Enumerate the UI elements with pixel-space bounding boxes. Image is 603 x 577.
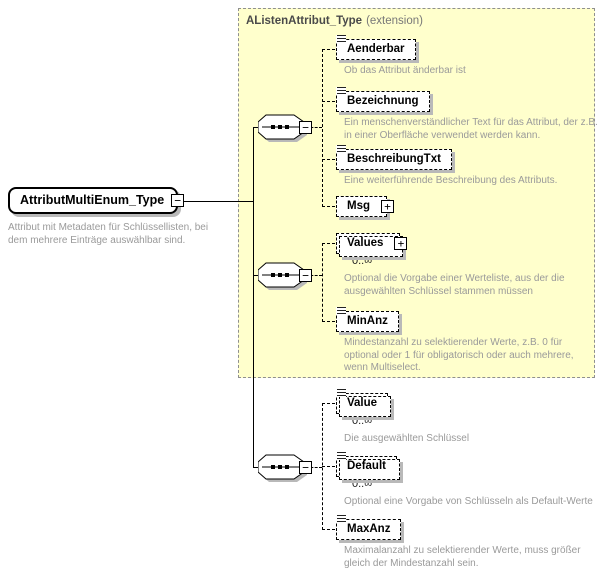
connector-stub-beschreibungtxt (322, 159, 340, 160)
connector-seq3-branch (306, 467, 322, 468)
element-default[interactable]: Default (336, 452, 400, 480)
element-minanz[interactable]: MinAnz (336, 307, 399, 332)
connector-seq1-vert (322, 49, 323, 207)
element-group-beschreibungtxt: BeschreibungTxt Eine weiterführende Besc… (336, 145, 598, 188)
connector-stub-minanz (322, 321, 340, 322)
element-name: MaxAnz (347, 523, 391, 535)
root-element[interactable]: AttributMultiEnum_Type − (8, 187, 185, 214)
element-bezeichnung[interactable]: Bezeichnung (336, 87, 430, 112)
connector-stub-bezeichnung (322, 101, 340, 102)
connector-trunk (253, 127, 254, 468)
connector-seq2-branch (306, 275, 322, 276)
element-group-maxanz: MaxAnz Maximalanzahl zu selektierender W… (336, 515, 598, 570)
element-group-default: Default 0..∞ Optional eine Vorgabe von S… (336, 452, 598, 509)
text-content-icon (336, 515, 346, 523)
sequence-compositor-2[interactable]: − (258, 262, 314, 290)
connector-root-trunk (140, 201, 254, 202)
connector-seq1-branch (306, 127, 322, 128)
collapse-icon[interactable]: − (299, 269, 312, 282)
element-aenderbar[interactable]: Aenderbar (336, 35, 416, 60)
occurrence-label: 0..∞ (352, 415, 373, 427)
connector-stub-default (322, 466, 340, 467)
element-group-msg: Msg + (336, 196, 394, 217)
element-name: Aenderbar (347, 43, 405, 55)
element-annotation: Ein menschenverständlicher Text für das … (344, 117, 598, 141)
element-group-aenderbar: Aenderbar Ob das Attribut änderbar ist (336, 35, 598, 78)
sequence-icon (258, 114, 307, 142)
extension-suffix: (extension) (366, 15, 423, 27)
element-name: Value (347, 397, 378, 409)
element-name: Msg (347, 200, 370, 212)
element-name: Default (347, 460, 386, 472)
connector-stub-values (322, 243, 340, 244)
root-annotation: Attribut mit Metadaten für Schlüssellist… (8, 222, 209, 246)
occurrence-label: 0..∞ (352, 255, 373, 267)
collapse-icon[interactable]: − (299, 461, 312, 474)
extension-container: AListenAttribut_Type(extension) (238, 8, 595, 378)
element-name: Values (347, 237, 384, 249)
text-content-icon (336, 307, 346, 315)
element-name: BeschreibungTxt (347, 153, 441, 165)
element-values[interactable]: Values + (336, 233, 408, 257)
sequence-icon (258, 262, 307, 290)
sequence-icon (258, 454, 307, 482)
expand-icon[interactable]: + (394, 236, 408, 250)
connector-seq2-vert (322, 243, 323, 322)
element-annotation: Maximalanzahl zu selektierender Werte, m… (344, 545, 581, 569)
expand-icon[interactable]: + (381, 199, 394, 213)
element-group-bezeichnung: Bezeichnung Ein menschenverständlicher T… (336, 87, 598, 142)
extension-header: AListenAttribut_Type(extension) (246, 15, 423, 27)
connector-stub-aenderbar (322, 49, 340, 50)
connector-stub-msg (322, 206, 340, 207)
element-name: MinAnz (347, 315, 388, 327)
connector-stub-value (322, 403, 340, 404)
element-value[interactable]: Value (336, 389, 392, 417)
element-annotation: Optional die Vorgabe einer Werteliste, a… (344, 273, 565, 297)
element-msg[interactable]: Msg + (336, 196, 394, 217)
element-group-value: Value 0..∞ Die ausgewählten Schlüssel (336, 389, 598, 446)
root-element-name: AttributMultiEnum_Type (20, 193, 165, 207)
text-content-icon (336, 87, 346, 95)
element-name: Bezeichnung (347, 95, 419, 107)
collapse-icon[interactable]: − (171, 193, 185, 207)
text-content-icon (336, 145, 346, 153)
element-annotation: Ob das Attribut änderbar ist (344, 65, 466, 76)
element-annotation: Die ausgewählten Schlüssel (344, 433, 470, 444)
element-group-minanz: MinAnz Mindestanzahl zu selektierender W… (336, 307, 598, 375)
element-annotation: Optional eine Vorgabe von Schlüsseln als… (344, 496, 593, 507)
occurrence-label: 0..∞ (352, 478, 373, 490)
element-group-values: Values + 0..∞ Optional die Vorgabe einer… (336, 233, 598, 298)
element-beschreibungtxt[interactable]: BeschreibungTxt (336, 145, 452, 170)
element-maxanz[interactable]: MaxAnz (336, 515, 402, 540)
extension-type-name: AListenAttribut_Type (246, 15, 363, 27)
sequence-compositor-3[interactable]: − (258, 454, 314, 482)
sequence-compositor-1[interactable]: − (258, 114, 314, 142)
text-content-icon (336, 35, 346, 43)
text-content-icon (336, 452, 346, 460)
connector-stub-maxanz (322, 529, 340, 530)
element-annotation: Mindestanzahl zu selektierender Werte, z… (344, 337, 574, 373)
element-annotation: Eine weiterführende Beschreibung des Att… (344, 175, 558, 186)
collapse-icon[interactable]: − (299, 121, 312, 134)
text-content-icon (336, 389, 346, 397)
